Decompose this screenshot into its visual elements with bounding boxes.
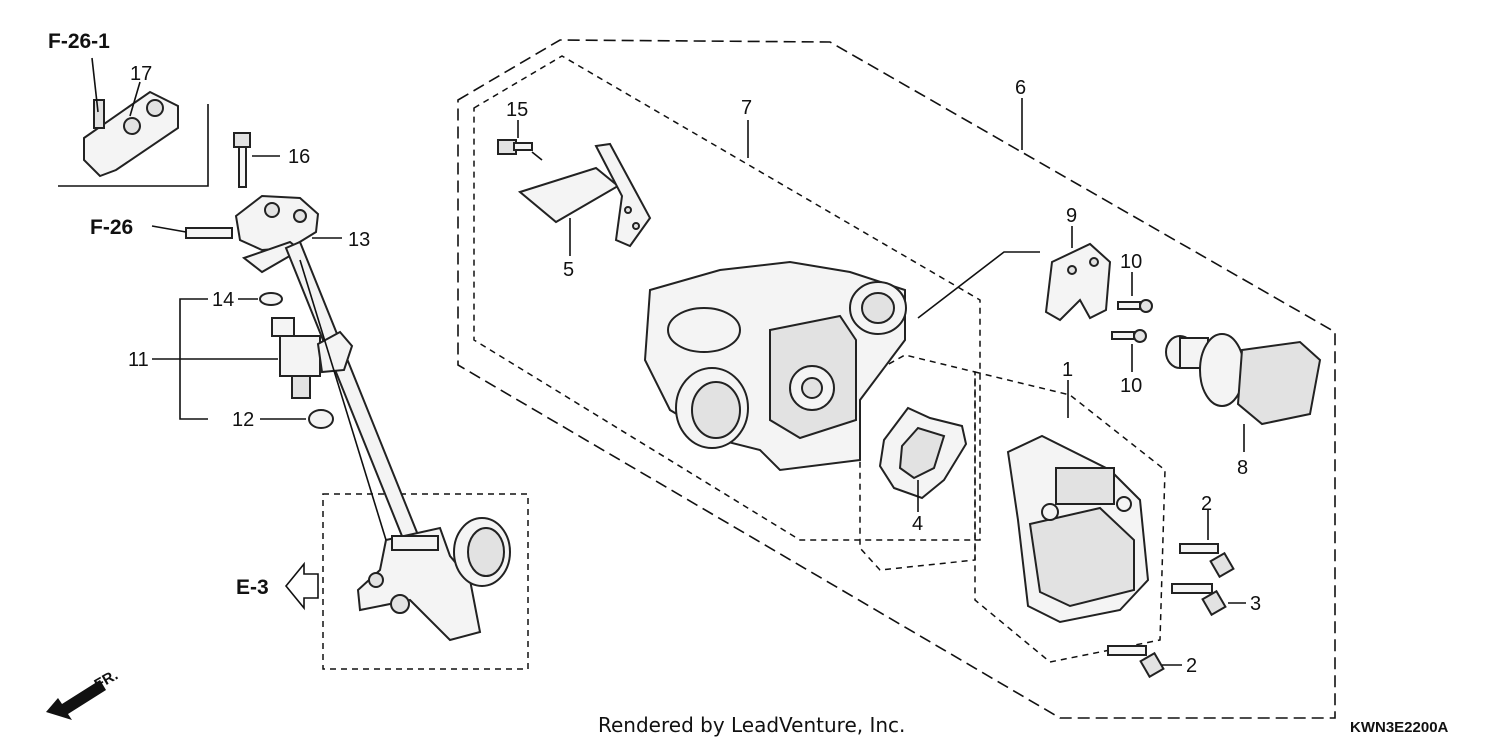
- part-2-bolt-upper: [1179, 543, 1235, 579]
- callout-1: 1: [1062, 359, 1073, 381]
- callout-12: 12: [232, 409, 254, 431]
- part-15-bolt: [497, 139, 533, 155]
- part-3-bolt: [1171, 583, 1227, 617]
- front-direction-arrow-icon: [46, 680, 106, 720]
- callout-14: 14: [212, 289, 234, 311]
- credit-text: Rendered by LeadVenture, Inc.: [598, 713, 905, 737]
- callout-17: 17: [130, 63, 152, 85]
- intake-manifold: [356, 517, 511, 642]
- group-1-frame: [974, 371, 1166, 663]
- part-10-screw-upper: [1117, 299, 1153, 313]
- group-6-frame: [457, 39, 1336, 719]
- group-7-frame: [473, 55, 981, 541]
- part-12-seal: [308, 409, 334, 429]
- callout-3: 3: [1250, 593, 1261, 615]
- part-8-sensor: [1165, 333, 1322, 426]
- callout-6: 6: [1015, 77, 1026, 99]
- callout-4: 4: [912, 513, 923, 535]
- e3-frame: [322, 493, 529, 670]
- callout-10-upper: 10: [1120, 251, 1142, 273]
- e3-arrow-icon: [284, 561, 319, 611]
- ref-e3: E-3: [236, 576, 269, 599]
- callout-5: 5: [563, 259, 574, 281]
- callout-2-upper: 2: [1201, 493, 1212, 515]
- callout-13: 13: [348, 229, 370, 251]
- part-7-throttle-body: [643, 260, 907, 472]
- callout-10-lower: 10: [1120, 375, 1142, 397]
- callout-9: 9: [1066, 205, 1077, 227]
- callout-8: 8: [1237, 457, 1248, 479]
- part-1-actuator: [1006, 434, 1150, 624]
- part-9-bracket: [1044, 242, 1112, 322]
- part-11-injector: [271, 317, 354, 399]
- part-4-gasket: [878, 406, 968, 500]
- callout-2-lower: 2: [1186, 655, 1197, 677]
- leader-lines: [91, 57, 1246, 666]
- callout-15: 15: [506, 99, 528, 121]
- part-2-bolt-lower: [1107, 645, 1165, 679]
- part-16-bolt: [233, 132, 251, 188]
- diagram-code: KWN3E2200A: [1350, 719, 1449, 736]
- part-10-screw-lower: [1111, 329, 1147, 343]
- callout-16: 16: [288, 146, 310, 168]
- ref-f26-1: F-26-1: [48, 30, 110, 53]
- callout-11: 11: [128, 349, 149, 371]
- ref-f26: F-26: [90, 216, 133, 239]
- part-5-bracket: [517, 142, 652, 248]
- f26-1-frame: [58, 104, 209, 187]
- part-14-o-ring: [259, 292, 283, 306]
- callout-7: 7: [741, 97, 752, 119]
- part-17-fuel-clamp: [83, 90, 179, 178]
